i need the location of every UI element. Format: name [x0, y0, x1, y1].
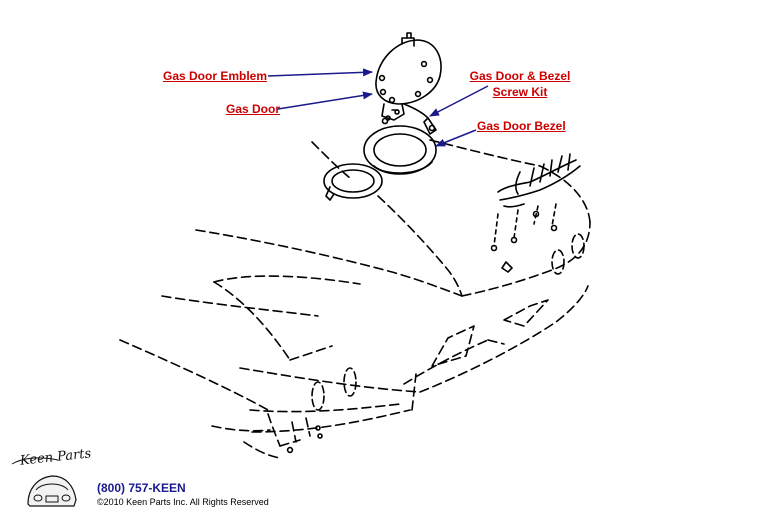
car-body-outline	[119, 139, 591, 433]
gas-door-bezel-part	[363, 125, 437, 175]
arrow-gas-door	[277, 91, 373, 110]
callout-gas-door[interactable]: Gas Door	[226, 102, 281, 116]
keen-parts-logo: Keen Parts	[8, 446, 94, 512]
filler-opening-part	[323, 163, 383, 201]
callout-bezel-screw-kit-line1[interactable]: Gas Door & Bezel	[469, 69, 571, 83]
phone-number: (800) 757-KEEN	[97, 481, 186, 495]
arrow-screw-kit	[429, 85, 489, 117]
arrow-gas-door-emblem	[267, 68, 373, 77]
rear-emblem-part	[490, 153, 581, 273]
copyright-notice: ©2010 Keen Parts Inc. All Rights Reserve…	[97, 497, 269, 507]
callout-bezel-screw-kit-line2[interactable]: Screw Kit	[492, 85, 548, 99]
rear-bumper	[211, 413, 311, 459]
screw-kit-part	[381, 103, 437, 135]
gas-door-part	[375, 32, 442, 121]
callout-gas-door-emblem[interactable]: Gas Door Emblem	[163, 69, 268, 83]
logo-car-icon	[11, 457, 77, 507]
callout-gas-door-bezel[interactable]: Gas Door Bezel	[477, 119, 566, 133]
arrow-gas-door-bezel	[435, 129, 477, 147]
tail-lamps	[311, 233, 585, 411]
